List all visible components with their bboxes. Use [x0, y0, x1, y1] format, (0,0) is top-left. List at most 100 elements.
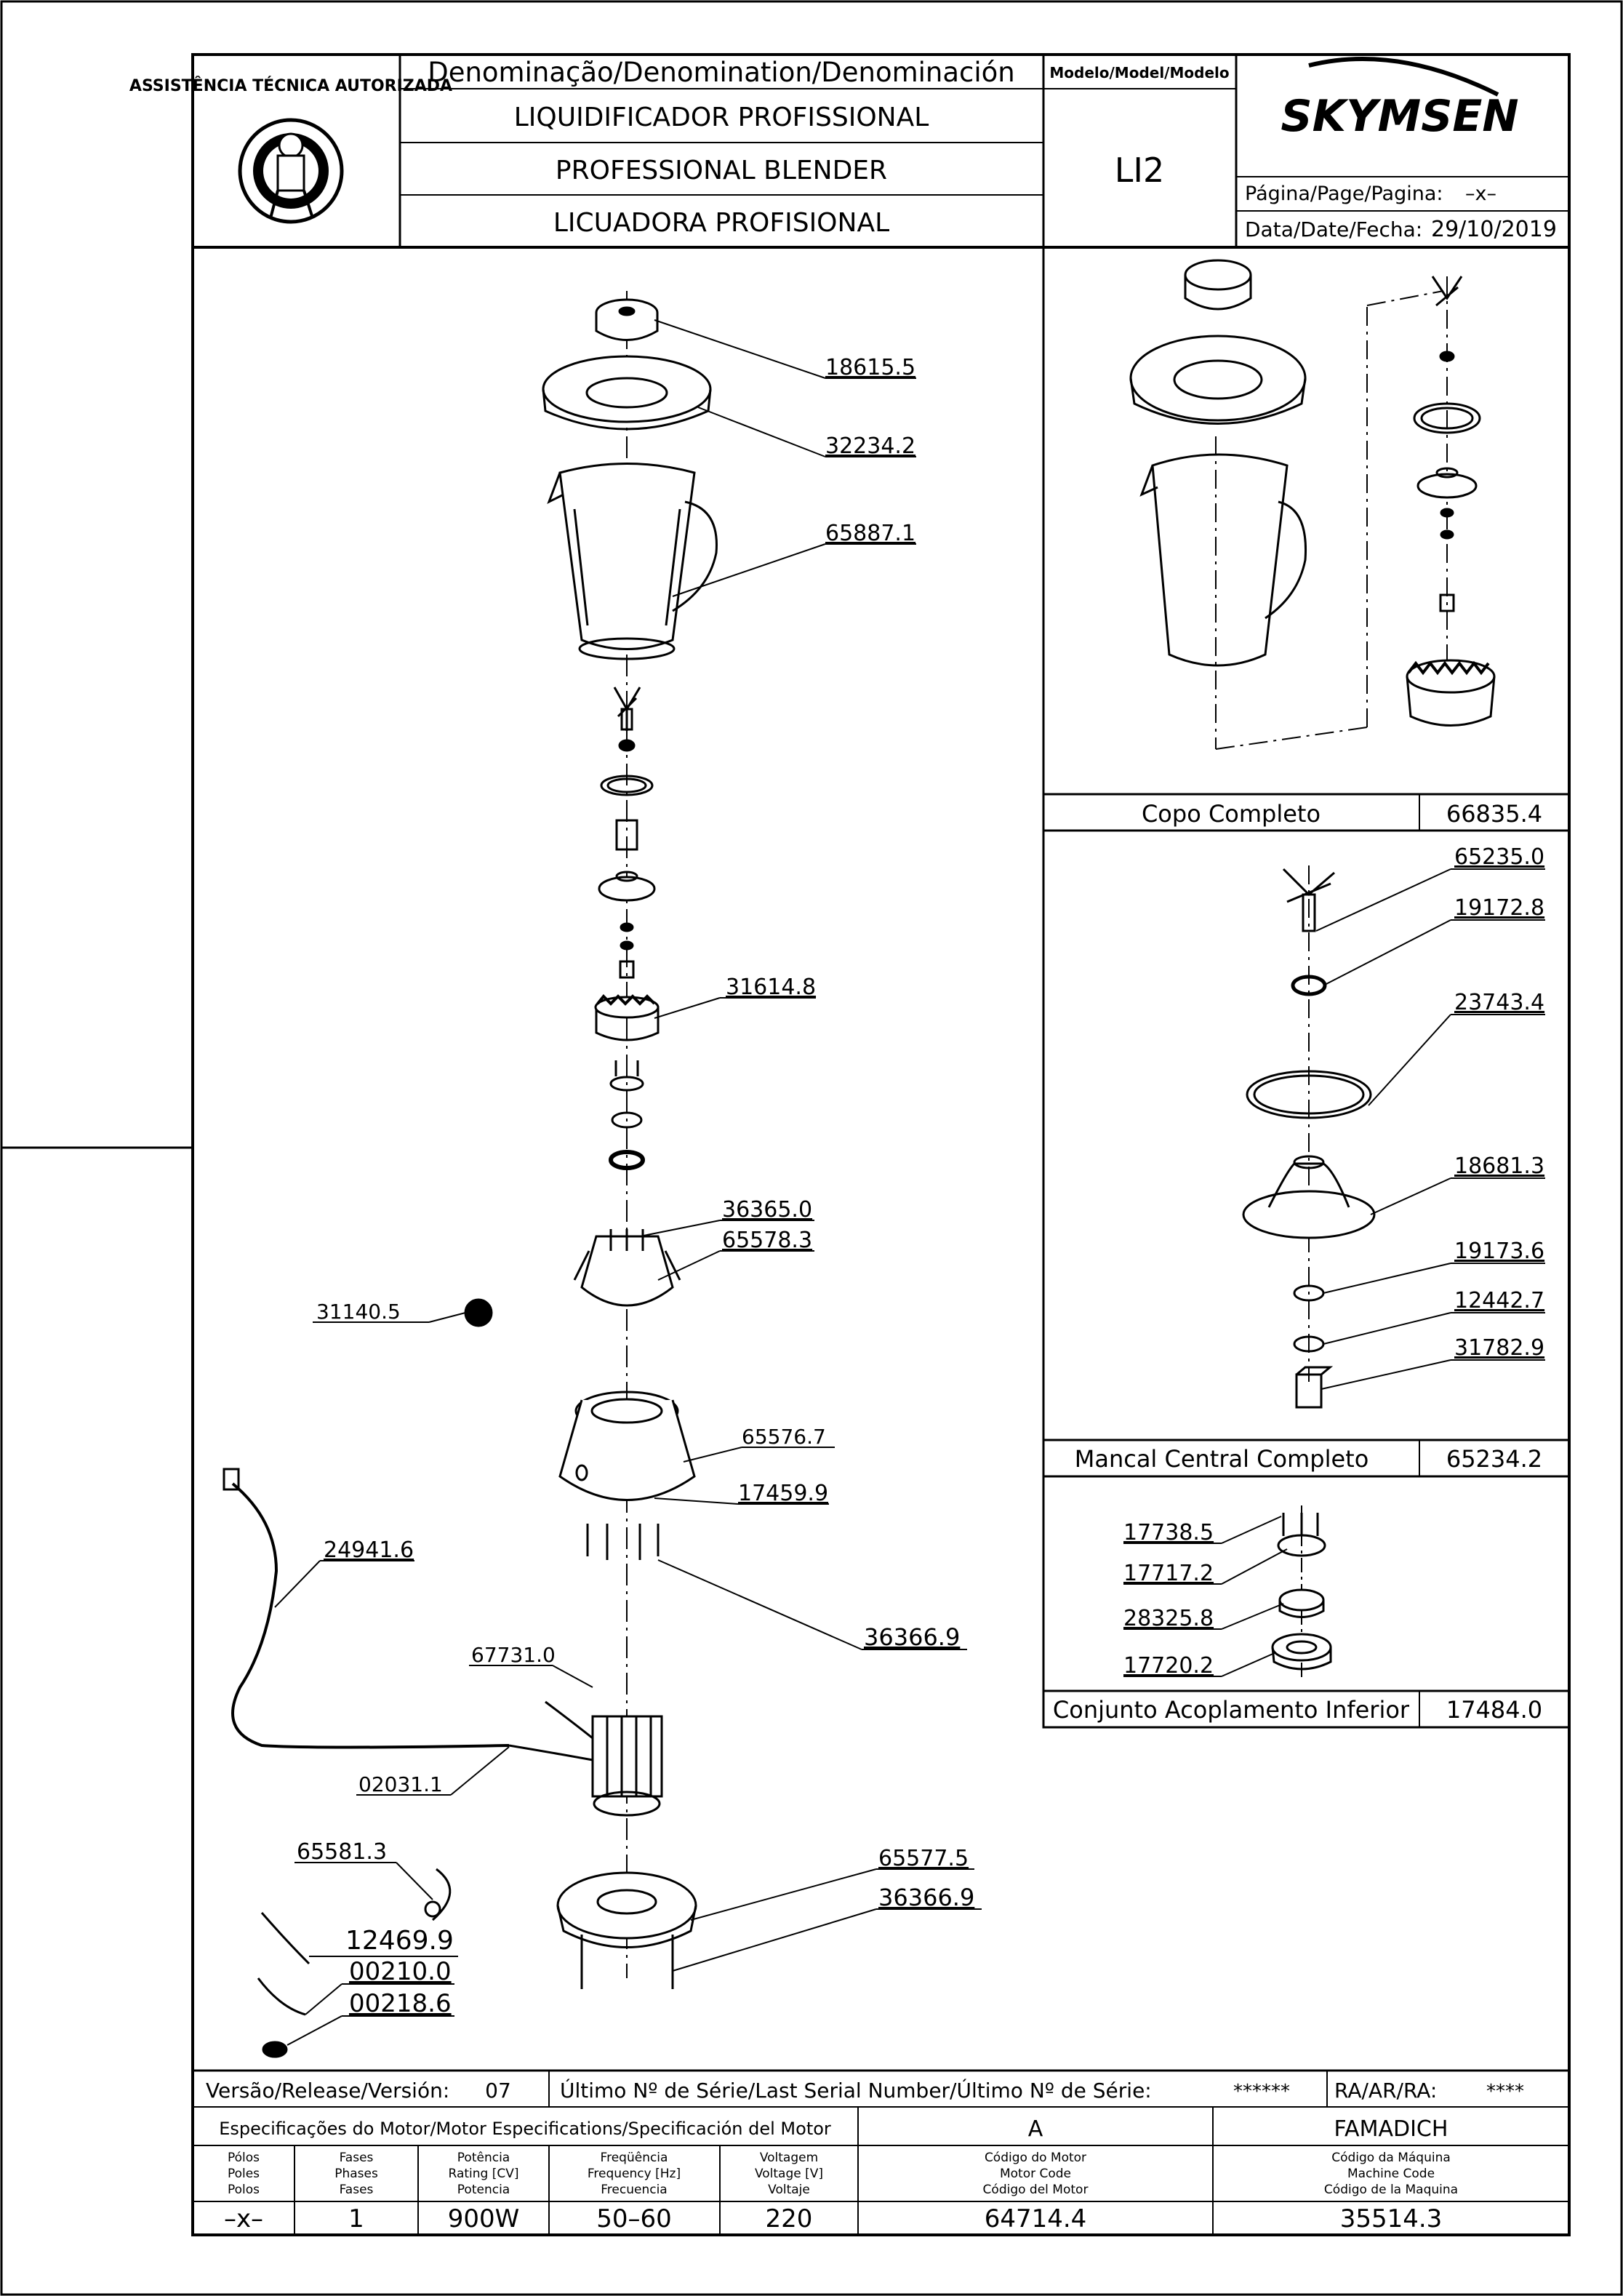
part-label: 17738.5	[1123, 1520, 1214, 1545]
serial-label: Último Nº de Série/Last Serial Number/Úl…	[560, 2078, 1152, 2103]
part-label: 24941.6	[324, 1537, 414, 1563]
version-label: Versão/Release/Versión:	[206, 2079, 449, 2103]
mancal-assembly-drawing	[1242, 865, 1376, 1409]
ra-label: RA/AR/RA:	[1334, 2079, 1437, 2103]
part-label: 17717.2	[1123, 1561, 1214, 1586]
spec-header-line: Poles	[228, 2167, 260, 2181]
part-label: 32234.2	[825, 433, 915, 459]
spec-value-motor-code: 64714.4	[985, 2204, 1087, 2233]
copo-title: Copo Completo	[1142, 800, 1321, 828]
date-label: Data/Date/Fecha:	[1245, 217, 1422, 241]
part-label: 19172.8	[1454, 895, 1544, 921]
date-value: 29/10/2019	[1431, 217, 1557, 242]
spec-value-phases: 1	[348, 2204, 364, 2233]
part-label: 31140.5	[316, 1300, 401, 1324]
page-value: –x–	[1465, 183, 1496, 205]
main-leader-lines	[274, 319, 982, 2046]
spec-header-line: Código do Motor	[985, 2151, 1086, 2165]
part-label: 00210.0	[349, 1957, 452, 1986]
spec-table-headers: Pólos Poles Polos Fases Phases Fases Pot…	[228, 2151, 1458, 2197]
acoplamento-part-labels: 17738.5 17717.2 28325.8 17720.2	[1123, 1520, 1214, 1679]
mancal-title: Mancal Central Completo	[1075, 1445, 1369, 1473]
spec-header-line: Frequency [Hz]	[588, 2167, 681, 2181]
part-label: 65887.1	[825, 521, 915, 546]
part-label: 65578.3	[722, 1228, 812, 1253]
page-label: Página/Page/Pagina:	[1245, 183, 1443, 205]
spec-value-rating: 900W	[448, 2204, 520, 2233]
main-part-labels: 18615.5 32234.2 65887.1 31614.8 36365.0 …	[297, 355, 974, 2018]
spec-header-line: Frecuencia	[601, 2183, 667, 2197]
part-label: 65235.0	[1454, 844, 1544, 870]
part-label: 31614.8	[726, 975, 816, 1000]
motor-spec-manufacturer: FAMADICH	[1334, 2116, 1448, 2142]
part-label: 17720.2	[1123, 1653, 1214, 1679]
spec-header-line: Voltage [V]	[755, 2167, 823, 2181]
part-label: 12442.7	[1454, 1288, 1544, 1313]
mancal-leader-lines	[1315, 868, 1545, 1390]
spec-value-frequency: 50–60	[596, 2204, 672, 2233]
acoplamento-code: 17484.0	[1446, 1696, 1542, 1724]
spec-header-line: Código del Motor	[983, 2183, 1089, 2197]
exploded-view-drawing	[223, 291, 718, 2058]
spec-header-line: Freqüência	[601, 2151, 668, 2165]
mancal-part-labels: 65235.0 19172.8 23743.4 18681.3 19173.6 …	[1454, 844, 1544, 1361]
product-name-en: PROFESSIONAL BLENDER	[556, 156, 887, 185]
product-name-es: LICUADORA PROFISIONAL	[553, 208, 889, 238]
spec-header-line: Fases	[340, 2183, 374, 2197]
spec-value-machine-code: 35514.3	[1340, 2204, 1443, 2233]
part-label: 65577.5	[878, 1846, 969, 1871]
part-label: 02031.1	[358, 1772, 443, 1796]
brand-name: SKYMSEN	[1281, 91, 1518, 142]
serial-value: ******	[1233, 2081, 1290, 2103]
part-label: 17459.9	[738, 1481, 828, 1506]
denomination-label: Denominação/Denomination/Denominación	[428, 57, 1015, 88]
spec-header-line: Fases	[340, 2151, 374, 2165]
version-value: 07	[485, 2079, 511, 2103]
part-label: 23743.4	[1454, 990, 1544, 1015]
spec-header-line: Código da Máquina	[1331, 2151, 1451, 2165]
part-label: 18615.5	[825, 355, 915, 380]
model-label: Modelo/Model/Modelo	[1049, 64, 1229, 81]
acoplamento-assembly-drawing	[1271, 1505, 1332, 1680]
product-name-pt: LIQUIDIFICADOR PROFISSIONAL	[514, 103, 929, 132]
part-label: 36366.9	[864, 1623, 960, 1651]
part-label: 67731.0	[471, 1643, 556, 1667]
part-label: 28325.8	[1123, 1606, 1214, 1631]
brand-logo: SKYMSEN	[1281, 57, 1519, 142]
acoplamento-leader-lines	[1123, 1516, 1288, 1677]
part-label: 12469.9	[345, 1926, 454, 1956]
spec-header-line: Pólos	[228, 2151, 260, 2165]
spec-value-poles: –x–	[224, 2204, 263, 2233]
copo-code: 66835.4	[1446, 800, 1542, 828]
mancal-code: 65234.2	[1446, 1445, 1542, 1473]
motor-spec-title: Especificações do Motor/Motor Especifica…	[219, 2119, 831, 2139]
spec-header-line: Machine Code	[1347, 2167, 1435, 2181]
copo-assembly-drawing	[1129, 259, 1496, 750]
spec-header-line: Potência	[457, 2151, 510, 2165]
part-label: 19173.6	[1454, 1239, 1544, 1264]
spec-header-line: Phases	[334, 2167, 378, 2181]
motor-spec-a: A	[1028, 2116, 1043, 2142]
spec-header-line: Potencia	[457, 2183, 510, 2197]
spec-header-line: Motor Code	[1000, 2167, 1071, 2181]
part-label: 36365.0	[722, 1197, 812, 1223]
acoplamento-title: Conjunto Acoplamento Inferior	[1053, 1696, 1410, 1724]
part-label: 65576.7	[742, 1425, 826, 1449]
spec-header-line: Código de la Maquina	[1324, 2183, 1458, 2197]
part-label: 00218.6	[349, 1989, 452, 2018]
spec-header-line: Voltagem	[760, 2151, 818, 2165]
spec-header-line: Voltaje	[768, 2183, 810, 2197]
model-value: LI2	[1115, 151, 1164, 190]
part-label: 65581.3	[297, 1839, 387, 1865]
spec-header-line: Polos	[228, 2183, 260, 2197]
seal-logo: ASSISTÊNCIA TÉCNICA AUTORIZADA	[129, 76, 452, 224]
spec-header-line: Rating [CV]	[449, 2167, 519, 2181]
part-label: 36366.9	[878, 1884, 974, 1911]
spec-table-values: –x– 1 900W 50–60 220 64714.4 35514.3	[224, 2204, 1442, 2233]
ra-value: ****	[1486, 2081, 1524, 2103]
part-label: 18681.3	[1454, 1153, 1544, 1179]
spec-value-voltage: 220	[766, 2204, 813, 2233]
part-label: 31782.9	[1454, 1335, 1544, 1361]
